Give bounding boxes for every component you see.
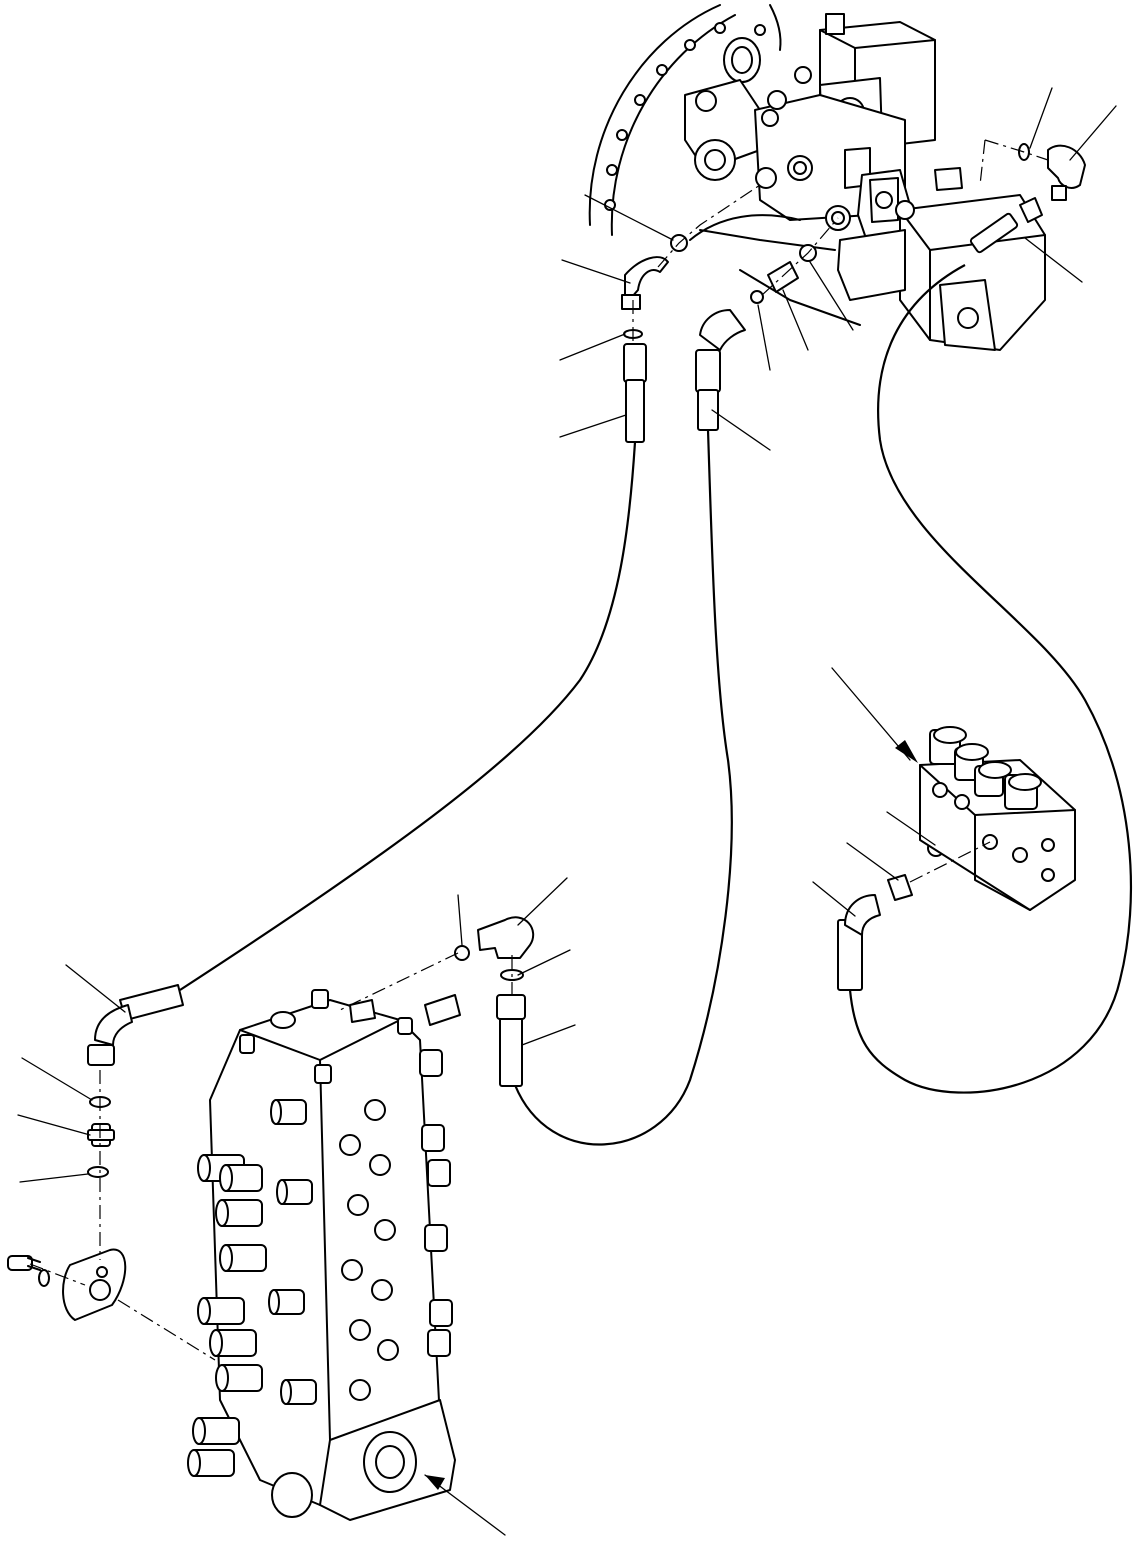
- washer: [38, 1269, 50, 1287]
- o-ring: [87, 1166, 109, 1178]
- solenoid-caps: [929, 726, 1042, 810]
- solenoid-valve: [919, 726, 1076, 911]
- center-lines: [29, 139, 1049, 1361]
- leader-lines: [17, 87, 1117, 1536]
- elbow-fitting: [624, 256, 669, 306]
- flange-bolt-holes: [604, 22, 766, 211]
- hose-right: [837, 197, 1133, 1094]
- arrowheads: [425, 740, 918, 1490]
- side-plugs: [419, 1049, 453, 1357]
- hose-left: [87, 343, 647, 1066]
- hose-middle: [454, 309, 746, 1146]
- adapter: [767, 261, 799, 293]
- control-valve-fittings: [7, 1096, 127, 1321]
- bolt: [7, 1255, 33, 1271]
- o-ring: [750, 290, 764, 304]
- elbow-fitting: [1047, 144, 1086, 189]
- o-ring: [454, 945, 470, 961]
- control-valve: [187, 989, 461, 1521]
- spool-plugs: [187, 1099, 317, 1477]
- valve-ports: [339, 1099, 399, 1401]
- hydraulic-pump: [588, 4, 1046, 351]
- pump-outlet-fittings: [621, 143, 1086, 339]
